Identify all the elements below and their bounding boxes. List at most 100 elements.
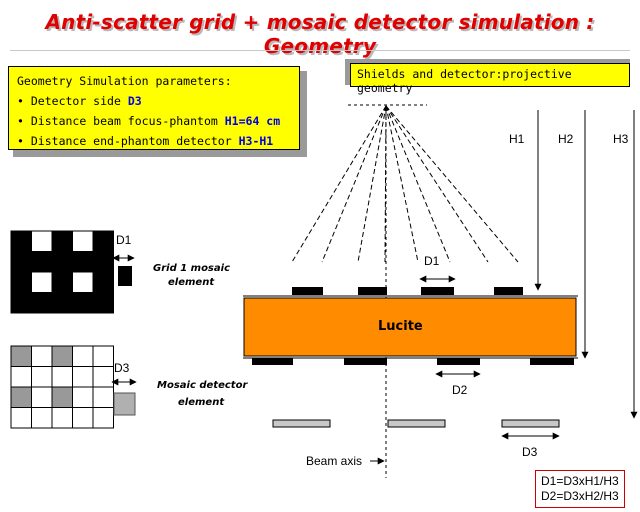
beam-rays <box>291 105 519 263</box>
param-item-detector-side: • Detector side D3 <box>17 91 291 111</box>
grid-cell <box>51 230 73 252</box>
grid-cell <box>72 251 94 273</box>
grid-cell <box>31 251 53 273</box>
bullet: • <box>17 94 24 108</box>
bullet: • <box>17 114 24 128</box>
param-text: Distance end-phantom detector <box>30 134 239 148</box>
detector-cell <box>10 345 32 367</box>
h3-label: H3 <box>613 132 629 146</box>
grid-element-swatch <box>118 266 132 286</box>
formula-d2: D2=D3xH2/H3 <box>541 489 619 503</box>
beam-ray <box>385 105 451 263</box>
detector-cell <box>72 366 94 388</box>
grid-cell <box>10 230 32 252</box>
grid-cell <box>72 292 94 314</box>
formula-d1: D1=D3xH1/H3 <box>541 474 619 488</box>
lucite-slab <box>243 297 577 357</box>
bottom-shields <box>252 358 574 365</box>
detector-element-swatch <box>113 392 136 416</box>
grid-cell <box>92 292 114 314</box>
grid-cell <box>31 230 53 252</box>
detector-cell <box>51 345 73 367</box>
d2-label: D2 <box>452 383 468 397</box>
top-shield <box>494 287 523 295</box>
grid-cell <box>72 230 94 252</box>
param-value: D3 <box>127 94 142 108</box>
detector-cell <box>10 366 32 388</box>
param-value: H1=64 cm <box>224 114 281 128</box>
detector-element <box>272 419 331 428</box>
bottom-shield <box>530 358 574 365</box>
d3-left-label: D3 <box>114 361 130 375</box>
top-shield <box>421 287 454 295</box>
detector-cell <box>92 366 114 388</box>
beam-axis-label: Beam axis <box>306 454 362 468</box>
detector-cell <box>31 386 53 408</box>
grid-cell <box>72 271 94 293</box>
beam-ray <box>385 105 519 263</box>
top-shield <box>292 287 323 295</box>
parameters-heading: Geometry Simulation parameters: <box>17 74 232 88</box>
beam-ray <box>385 105 489 263</box>
grid-element-label-line2: element <box>168 277 215 288</box>
h1-label: H1 <box>509 132 525 146</box>
detector-cell <box>72 386 94 408</box>
top-shield <box>358 287 387 295</box>
beam-ray <box>321 105 387 263</box>
bottom-shield <box>437 358 480 365</box>
formula-box: D1=D3xH1/H3 D2=D3xH2/H3 <box>535 470 625 508</box>
param-value: H3-H1 <box>238 134 274 148</box>
detector-cell <box>92 345 114 367</box>
bottom-shield <box>252 358 293 365</box>
d1-left-label: D1 <box>116 233 132 247</box>
grid-element-label-line1: Grid 1 mosaic <box>153 263 230 274</box>
grid-cell <box>92 271 114 293</box>
beam-ray <box>385 105 419 263</box>
grid-cell <box>10 251 32 273</box>
h2-label: H2 <box>558 132 574 146</box>
grid-cell <box>31 292 53 314</box>
param-item-focus-phantom: • Distance beam focus-phantom H1=64 cm <box>17 111 291 131</box>
grid-cell <box>10 292 32 314</box>
detector-cell <box>92 407 114 429</box>
detector-cell <box>51 407 73 429</box>
detector-element <box>387 419 446 428</box>
detector-cell <box>31 345 53 367</box>
detector-element-label-line1: Mosaic detector <box>157 380 248 391</box>
bottom-shield <box>344 358 387 365</box>
param-item-phantom-detector: • Distance end-phantom detector H3-H1 <box>17 131 291 151</box>
detector-element-label-line2: element <box>178 397 225 408</box>
detector-cell <box>51 386 73 408</box>
grid-cell <box>51 271 73 293</box>
detector-element <box>501 419 560 428</box>
grid-cell <box>51 251 73 273</box>
detector-cell <box>72 345 94 367</box>
detector-cell <box>10 407 32 429</box>
title-divider <box>10 50 630 51</box>
detector-cell <box>31 407 53 429</box>
grid-cell <box>10 271 32 293</box>
grid-cell <box>51 292 73 314</box>
lucite-label: Lucite <box>378 319 423 334</box>
detector-cell <box>31 366 53 388</box>
grid-mosaic-pattern <box>10 230 114 314</box>
detector-elements <box>272 419 560 428</box>
grid-cell <box>31 271 53 293</box>
detector-cell <box>72 407 94 429</box>
beam-ray <box>357 105 387 263</box>
grid-cell <box>92 230 114 252</box>
d3-right-label: D3 <box>522 445 538 459</box>
top-shields <box>292 287 523 295</box>
param-text: Distance beam focus-phantom <box>30 114 225 128</box>
bullet: • <box>17 134 24 148</box>
parameters-box: Geometry Simulation parameters: • Detect… <box>8 66 300 150</box>
detector-cell <box>10 386 32 408</box>
beam-ray <box>291 105 387 263</box>
page-title: Anti-scatter grid + mosaic detector simu… <box>45 10 595 58</box>
param-text: Detector side <box>30 94 128 108</box>
shields-label-box: Shields and detector:projective geometry <box>350 63 630 95</box>
detector-cell <box>51 366 73 388</box>
detector-cell <box>92 386 114 408</box>
grid-cell <box>92 251 114 273</box>
